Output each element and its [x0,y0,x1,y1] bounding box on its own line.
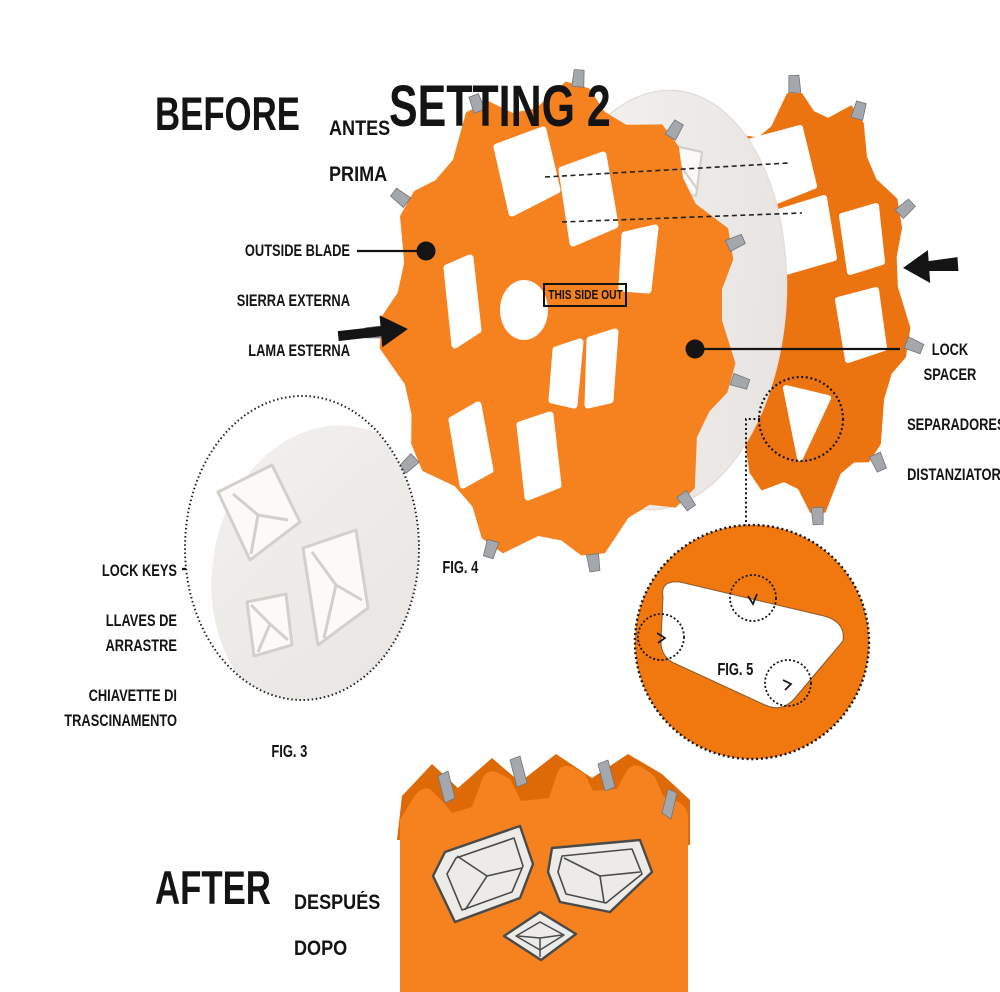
page-title: SETTING 2 [389,74,611,139]
callout-lock-keys: LOCK KEYS LLAVES DE ARRASTRE CHIAVETTE D… [64,562,177,730]
before-translation-es: ANTES [328,117,391,140]
carbide-teeth-rear [788,74,925,526]
before-section-heading: BEFORE ANTES PRIMA [155,86,400,209]
fig4-label: FIG. 4 [442,557,478,577]
fig5-notch-ticks [656,593,793,691]
after-translation-es: DESPUÉS [293,891,380,914]
callout-outside-blade: OUTSIDE BLADE SIERRA EXTERNA LAMA ESTERN… [236,242,350,360]
seated-lock-keys [431,824,654,962]
after-label: AFTER [155,861,271,914]
push-arrow-left-icon [337,315,408,348]
push-arrow-right-icon [903,250,959,284]
after-section-heading: AFTER DESPUÉS DOPO [155,860,394,983]
carbide-teeth-after [437,755,678,820]
after-assembled-illustration [397,754,690,992]
fig3-label: FIG. 3 [271,741,307,761]
before-translation-it: PRIMA [328,163,388,186]
fig5-label: FIG. 5 [717,659,753,679]
alignment-dashed-lines [544,162,803,223]
fig5-notch-circles [637,574,812,707]
front-blade-cutouts [443,126,659,501]
this-side-out-marking: THIS SIDE OUT [543,283,627,307]
fig5-detail-illustration [633,523,871,761]
before-label: BEFORE [155,87,300,140]
outside-blade-illustration [365,69,751,573]
arbor-hole [500,280,548,340]
detail-connector-dotted-line [745,418,760,527]
callout-lock-spacer: LOCK SPACER SEPARADORES DISTANZIATORE [907,341,1000,484]
after-translation-it: DOPO [293,937,347,960]
detail-highlight-circle [757,375,845,463]
